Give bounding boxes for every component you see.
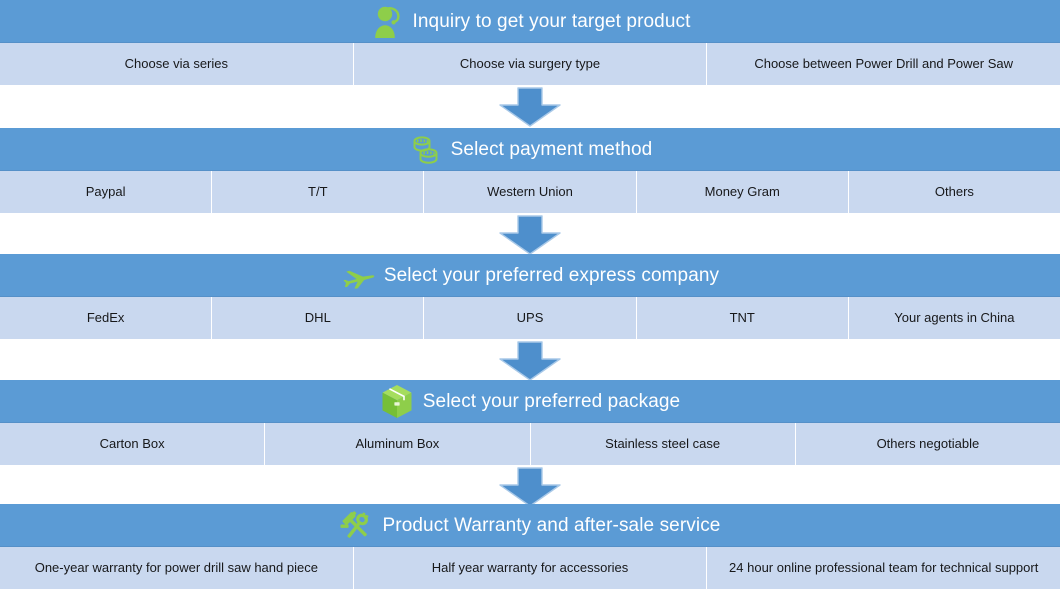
option-paypal[interactable]: Paypal [0, 171, 213, 213]
arrow-down-icon [498, 215, 562, 255]
airplane-icon [341, 256, 375, 296]
connector-2 [0, 213, 1060, 255]
arrow-down-icon [498, 467, 562, 507]
option-money-gram[interactable]: Money Gram [637, 171, 849, 213]
stage-payment-options: Paypal T/T Western Union Money Gram Othe… [0, 171, 1060, 213]
option-aluminum-box[interactable]: Aluminum Box [265, 423, 531, 465]
option-one-year-warranty[interactable]: One-year warranty for power drill saw ha… [0, 547, 354, 589]
stage-warranty: Product Warranty and after-sale service … [0, 504, 1060, 589]
connector-3 [0, 339, 1060, 381]
coins-icon [408, 130, 442, 170]
option-tnt[interactable]: TNT [637, 297, 849, 339]
option-tt[interactable]: T/T [212, 171, 425, 213]
stage-payment-title: Select payment method [450, 138, 653, 160]
option-others[interactable]: Others [934, 184, 974, 200]
stage-package-title: Select your preferred package [422, 390, 681, 412]
option-choose-via-surgery-type[interactable]: Choose via surgery type [354, 43, 708, 85]
connector-1 [0, 85, 1060, 128]
option-24-hour-online-support[interactable]: 24 hour online professional team for tec… [729, 560, 1039, 576]
stage-express: Select your preferred express company Fe… [0, 254, 1060, 339]
stage-inquiry-options: Choose via series Choose via surgery typ… [0, 43, 1060, 85]
option-western-union[interactable]: Western Union [424, 171, 637, 213]
arrow-down-icon [498, 87, 562, 127]
option-carton-box[interactable]: Carton Box [0, 423, 266, 465]
customer-service-icon [370, 2, 404, 42]
stage-express-title: Select your preferred express company [383, 264, 720, 286]
stage-package-header: Select your preferred package [0, 380, 1060, 423]
stage-payment-header: Select payment method [0, 128, 1060, 171]
connector-4 [0, 465, 1060, 507]
stage-inquiry-header: Inquiry to get your target product [0, 0, 1060, 43]
stage-inquiry-title: Inquiry to get your target product [412, 10, 691, 32]
option-fedex[interactable]: FedEx [0, 297, 213, 339]
stage-package-options: Carton Box Aluminum Box Stainless steel … [0, 423, 1060, 465]
hammer-wrench-icon [339, 506, 374, 546]
arrow-down-icon [498, 341, 562, 381]
stage-express-header: Select your preferred express company [0, 254, 1060, 297]
option-choose-via-series[interactable]: Choose via series [0, 43, 354, 85]
stage-express-options: FedEx DHL UPS TNT Your agents in China [0, 297, 1060, 339]
option-stainless-steel-case[interactable]: Stainless steel case [531, 423, 796, 465]
package-box-icon [380, 382, 414, 422]
option-your-agents-in-china[interactable]: Your agents in China [894, 310, 1015, 326]
stage-inquiry: Inquiry to get your target product Choos… [0, 0, 1060, 85]
option-others-negotiable[interactable]: Others negotiable [876, 436, 980, 452]
stage-warranty-header: Product Warranty and after-sale service [0, 504, 1060, 547]
stage-warranty-options: One-year warranty for power drill saw ha… [0, 547, 1060, 589]
option-half-year-warranty[interactable]: Half year warranty for accessories [354, 547, 708, 589]
option-dhl[interactable]: DHL [212, 297, 425, 339]
stage-package: Select your preferred package Carton Box… [0, 380, 1060, 465]
option-choose-power-drill-or-saw[interactable]: Choose between Power Drill and Power Saw [754, 56, 1014, 72]
stage-payment: Select payment method Paypal T/T Western… [0, 128, 1060, 213]
stage-warranty-title: Product Warranty and after-sale service [382, 514, 721, 536]
option-ups[interactable]: UPS [424, 297, 637, 339]
